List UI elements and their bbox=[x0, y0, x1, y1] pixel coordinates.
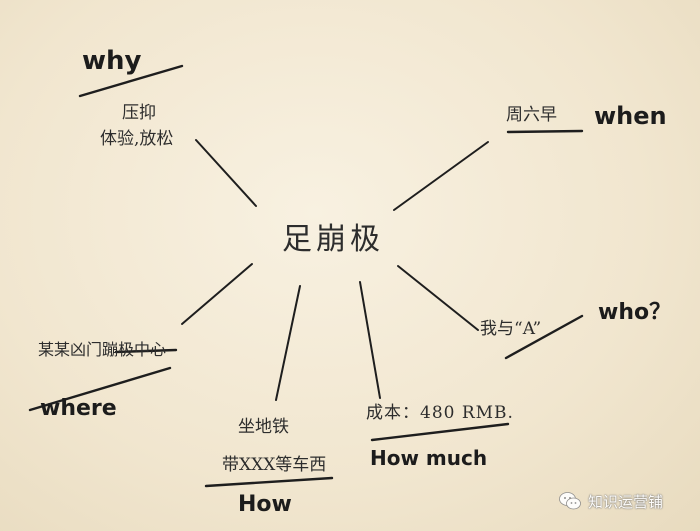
underline-where bbox=[28, 366, 172, 412]
center-node: 足崩极 bbox=[282, 222, 384, 257]
watermark-text: 知识运营铺 bbox=[588, 492, 664, 511]
how-note-2: 带XXX等车西 bbox=[222, 455, 327, 475]
strike-where bbox=[114, 348, 178, 354]
why-note-2: 体验,放松 bbox=[100, 129, 174, 149]
where-label: where bbox=[40, 396, 117, 421]
underline-how bbox=[204, 476, 334, 488]
how-much-note: 成本：480 RMB. bbox=[366, 403, 514, 423]
why-label: why bbox=[82, 46, 142, 76]
how-label: How bbox=[238, 492, 292, 517]
connector-when bbox=[393, 141, 489, 211]
when-note: 周六早 bbox=[506, 105, 557, 125]
connector-how-much bbox=[359, 281, 381, 399]
where-note: 某某凶门蹦极中心 bbox=[38, 340, 167, 359]
connector-why bbox=[195, 139, 257, 207]
how-much-label: How much bbox=[370, 446, 488, 470]
underline-who bbox=[504, 314, 584, 360]
underline-how-much bbox=[370, 422, 510, 442]
wechat-icon bbox=[559, 492, 581, 510]
why-note-1: 压抑 bbox=[122, 103, 156, 123]
watermark: 知识运营铺 bbox=[558, 488, 663, 514]
connector-where bbox=[181, 263, 253, 325]
who-note: 我与“A” bbox=[480, 319, 542, 339]
when-label: when bbox=[594, 102, 667, 130]
underline-when bbox=[506, 129, 584, 134]
who-label: who？ bbox=[598, 300, 672, 325]
underline-why bbox=[78, 64, 184, 98]
connector-how bbox=[275, 285, 301, 401]
how-note-1: 坐地铁 bbox=[238, 417, 289, 437]
connector-who bbox=[397, 265, 479, 331]
